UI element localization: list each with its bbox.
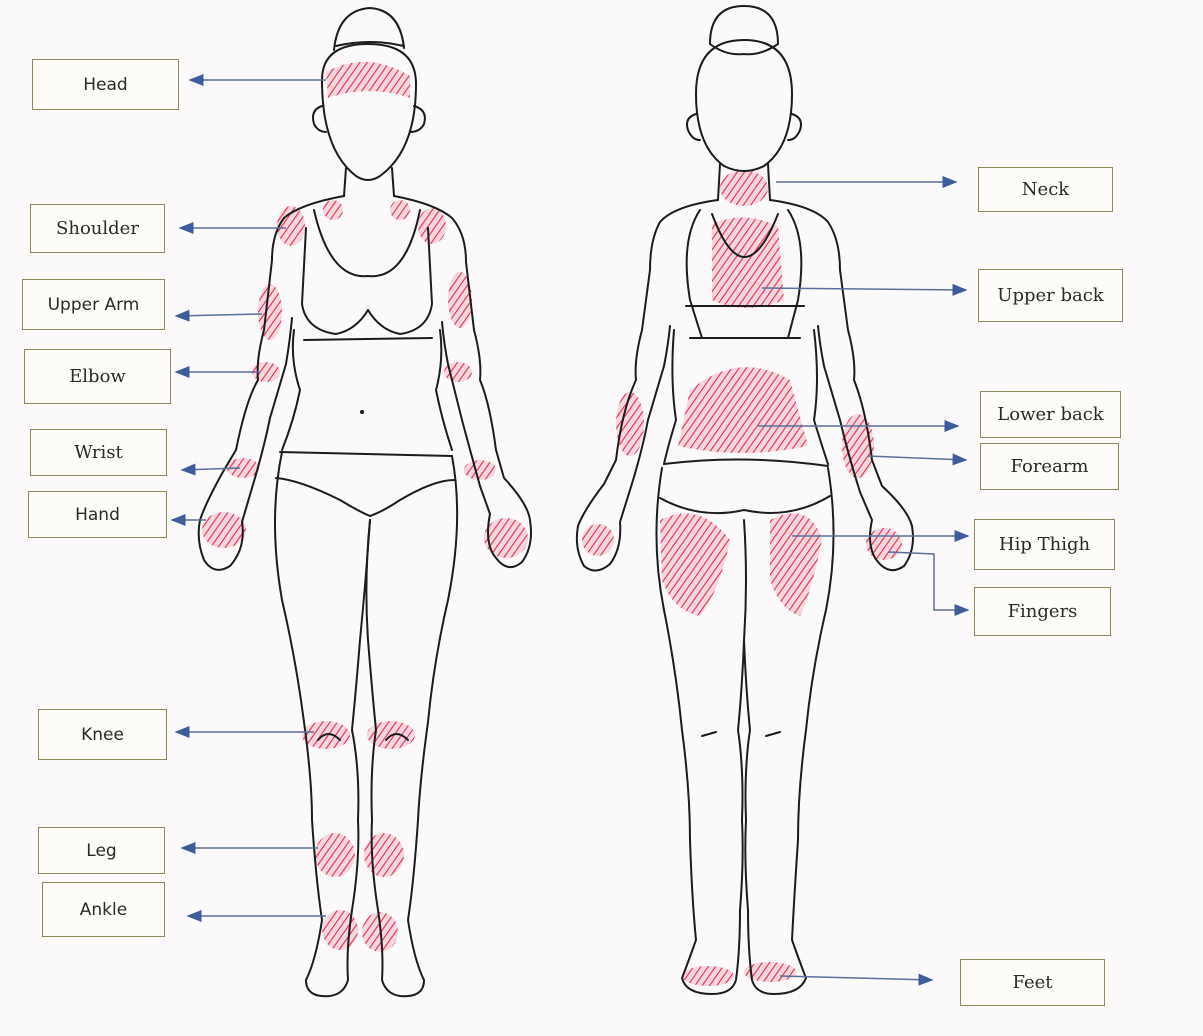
label-upper-arm: Upper Arm (22, 279, 165, 330)
left-hand-pain-region (202, 512, 246, 548)
label-upper-arm-text: Upper Arm (48, 295, 140, 315)
right-hip-thigh-pain-region (770, 513, 822, 616)
right-leg-pain-region (364, 833, 404, 877)
label-knee-text: Knee (81, 725, 124, 745)
label-hip-thigh-text: Hip Thigh (999, 534, 1090, 555)
label-elbow-text: Elbow (69, 366, 126, 387)
neck-front-pain-region-2 (390, 200, 410, 220)
label-upper-back: Upper back (978, 269, 1123, 322)
label-head-text: Head (83, 75, 127, 95)
left-ankle-pain-region (322, 910, 358, 950)
label-leg-text: Leg (86, 841, 116, 861)
head-pain-region (326, 62, 410, 98)
label-neck: Neck (978, 167, 1113, 212)
right-hand-pain-region (484, 518, 528, 558)
label-feet-text: Feet (1012, 972, 1052, 993)
label-ankle: Ankle (42, 882, 165, 937)
label-leg: Leg (38, 827, 165, 874)
left-hip-thigh-pain-region (660, 513, 730, 616)
feet-arrow (780, 976, 932, 980)
fingers-arrow (888, 552, 968, 610)
label-hand-text: Hand (75, 505, 120, 525)
neck-back-pain-region (720, 170, 768, 206)
label-neck-text: Neck (1022, 179, 1069, 200)
left-upper-arm-pain-region (258, 284, 282, 340)
right-shoulder-pain-region (418, 208, 446, 244)
label-forearm: Forearm (980, 443, 1119, 490)
left-leg-pain-region (315, 833, 355, 877)
upper-back-pain-region (712, 217, 784, 308)
label-hip-thigh: Hip Thigh (974, 519, 1115, 570)
left-feet-pain-region (682, 966, 734, 986)
label-feet: Feet (960, 959, 1105, 1006)
label-forearm-text: Forearm (1010, 456, 1088, 477)
upper-back-arrow (762, 288, 966, 290)
label-shoulder: Shoulder (30, 204, 165, 253)
forearm-arrow (868, 456, 966, 460)
right-wrist-pain-region (464, 460, 496, 480)
label-knee: Knee (38, 709, 167, 760)
left-fingers-pain-region (582, 524, 614, 556)
label-ankle-text: Ankle (80, 900, 127, 920)
label-shoulder-text: Shoulder (56, 218, 139, 239)
label-elbow: Elbow (24, 349, 171, 404)
label-lower-back-text: Lower back (997, 404, 1103, 425)
label-wrist: Wrist (30, 429, 167, 476)
label-fingers-text: Fingers (1008, 601, 1078, 622)
lower-back-pain-region (678, 367, 808, 453)
label-hand: Hand (28, 491, 167, 538)
left-forearm-pain-region (616, 392, 644, 456)
label-upper-back-text: Upper back (997, 285, 1103, 306)
label-fingers: Fingers (974, 587, 1111, 636)
back-body-outline (577, 6, 913, 994)
upper-arm-arrow (176, 314, 262, 316)
label-lower-back: Lower back (980, 391, 1121, 438)
neck-front-pain-region (323, 200, 343, 220)
label-wrist-text: Wrist (74, 442, 123, 463)
label-head: Head (32, 59, 179, 110)
back-figure (577, 6, 913, 994)
front-pain-regions (202, 62, 528, 952)
